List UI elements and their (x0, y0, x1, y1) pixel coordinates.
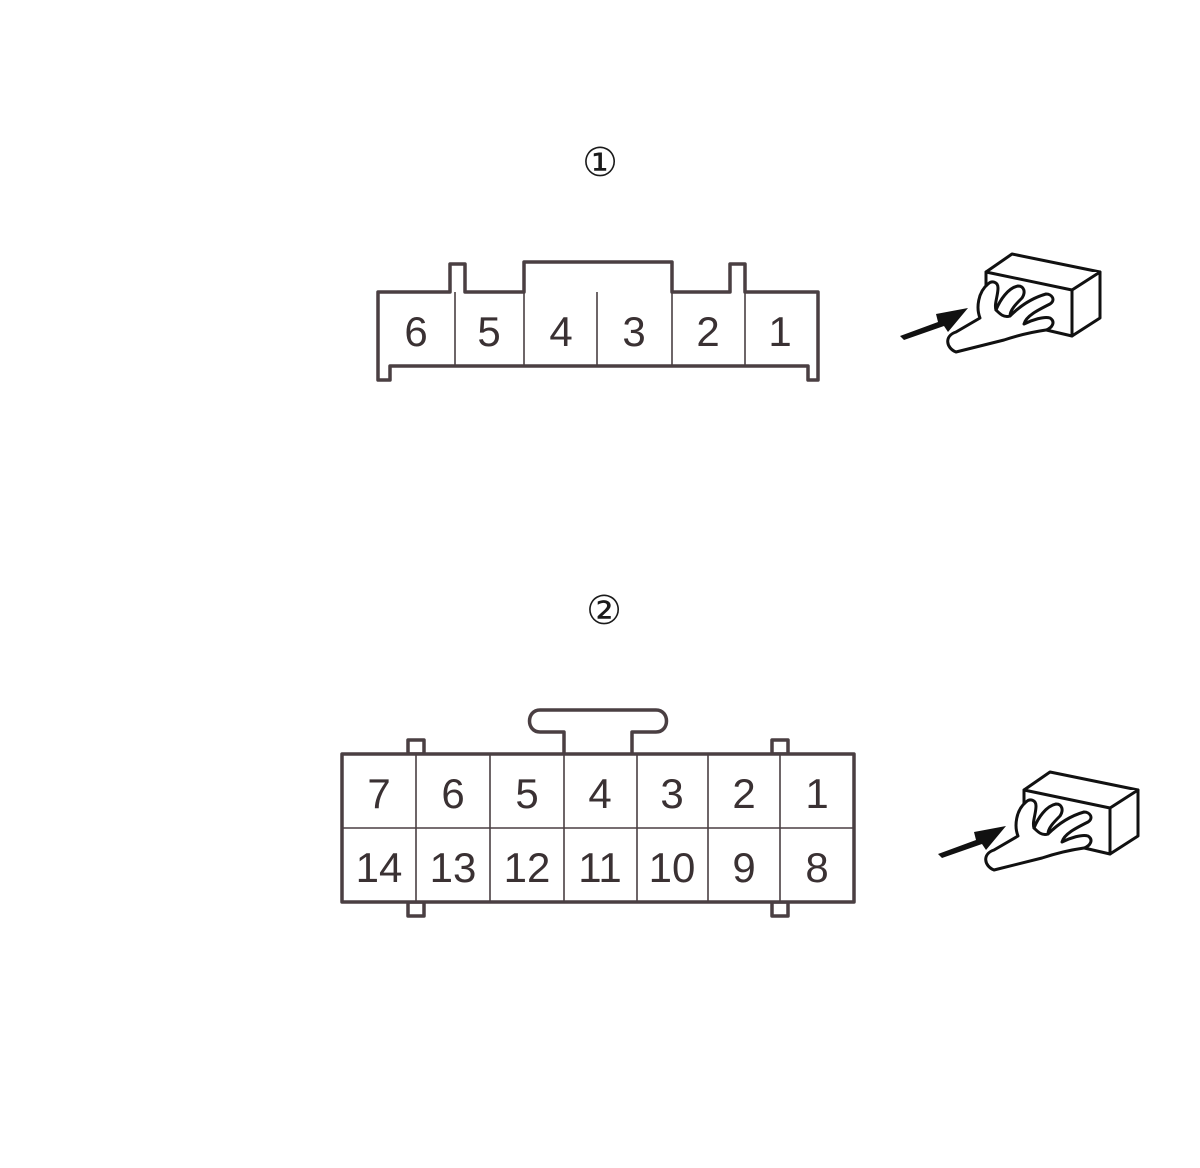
connector-1-pin: 5 (477, 308, 500, 355)
connector-2-pin: 3 (660, 770, 683, 817)
connector-2: ② 7 6 5 4 3 2 1 14 13 12 11 10 9 8 (340, 588, 856, 918)
connector-1: ① 6 5 4 3 2 1 (376, 140, 820, 382)
connector-1-pin: 6 (404, 308, 427, 355)
hand-pointing-icon (938, 770, 1140, 872)
connector-2-pin: 1 (805, 770, 828, 817)
connector-2-pin: 2 (732, 770, 755, 817)
connector-2-pin: 11 (578, 844, 622, 891)
connector-1-pin: 4 (549, 308, 572, 355)
connector-2-pin: 6 (441, 770, 464, 817)
connector-2-pin: 4 (588, 770, 611, 817)
connector-2-pin: 9 (732, 844, 755, 891)
connector-1-housing (376, 260, 820, 382)
connector-2-pin: 10 (649, 844, 696, 891)
arrow-right-icon (900, 308, 968, 340)
connector-2-pin: 7 (367, 770, 390, 817)
connector-1-pin: 3 (622, 308, 645, 355)
arrow-right-icon (938, 826, 1006, 858)
connector-2-pin: 5 (515, 770, 538, 817)
connector-2-marker: ② (586, 588, 622, 634)
connector-2-pin: 12 (504, 844, 551, 891)
connector-1-pin: 1 (768, 308, 791, 355)
connector-2-pin: 14 (356, 844, 403, 891)
connector-2-pin: 13 (430, 844, 477, 891)
connector-2-latch (527, 708, 669, 754)
connector-1-marker: ① (582, 140, 618, 186)
connector-1-pin: 2 (696, 308, 719, 355)
hand-pointing-icon (900, 252, 1102, 354)
connector-2-pin: 8 (805, 844, 828, 891)
